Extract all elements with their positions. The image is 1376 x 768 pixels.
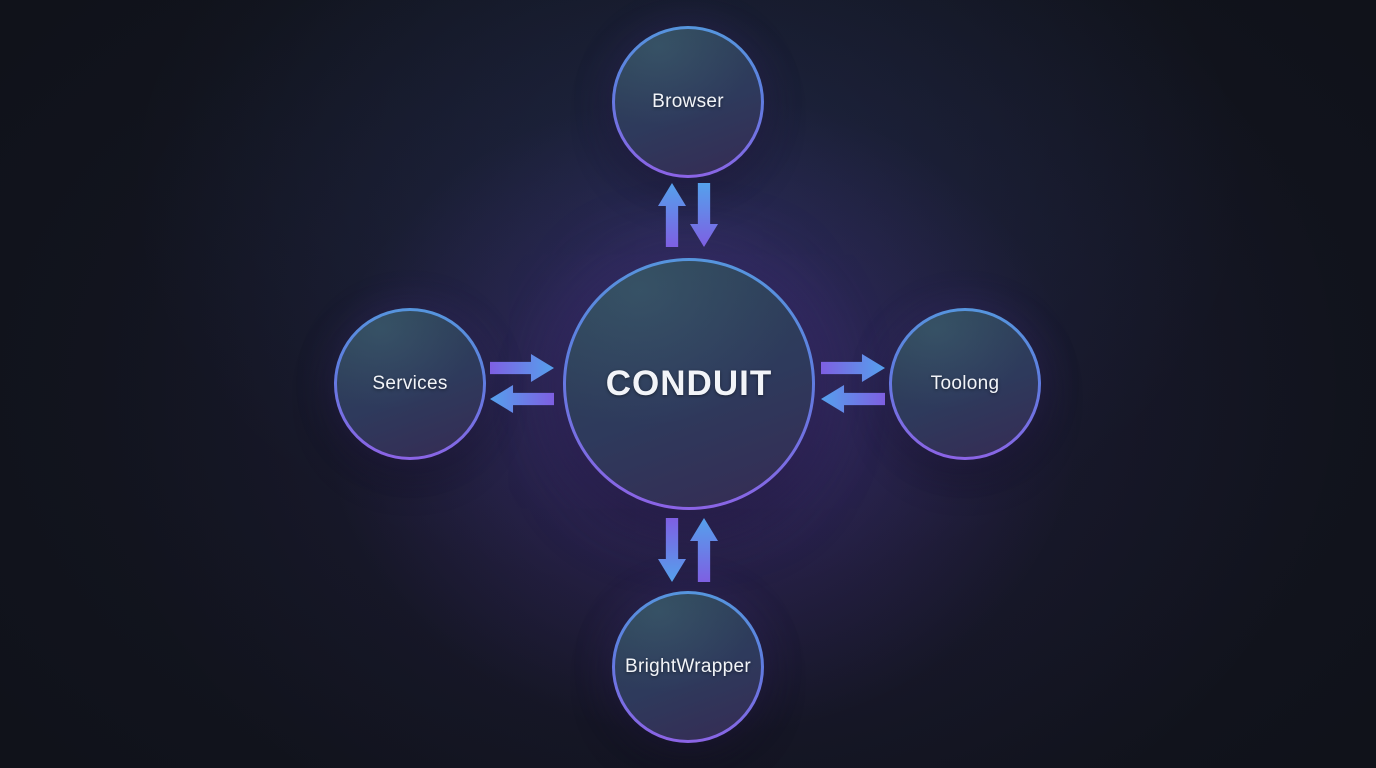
node-browser-body: Browser (615, 29, 761, 175)
arrow-down-icon (690, 183, 718, 247)
arrow-up-icon (690, 518, 718, 582)
node-brightwrapper-label: BrightWrapper (624, 656, 752, 677)
node-conduit-body: CONDUIT (566, 261, 812, 507)
node-services-body: Services (337, 311, 483, 457)
node-services-label: Services (372, 373, 448, 394)
node-conduit: CONDUIT (563, 258, 815, 510)
arrow-left-icon (821, 385, 885, 413)
arrow-right-icon (490, 354, 554, 382)
node-toolong-body: Toolong (892, 311, 1038, 457)
node-brightwrapper: BrightWrapper (612, 591, 764, 743)
node-brightwrapper-body: BrightWrapper (615, 594, 761, 740)
node-toolong: Toolong (889, 308, 1041, 460)
arrow-up-icon (658, 183, 686, 247)
node-browser-label: Browser (652, 91, 724, 112)
node-conduit-label: CONDUIT (605, 364, 773, 403)
node-browser: Browser (612, 26, 764, 178)
node-services: Services (334, 308, 486, 460)
arrow-down-icon (658, 518, 686, 582)
node-toolong-label: Toolong (930, 373, 1000, 394)
arrow-left-icon (490, 385, 554, 413)
arrow-right-icon (821, 354, 885, 382)
